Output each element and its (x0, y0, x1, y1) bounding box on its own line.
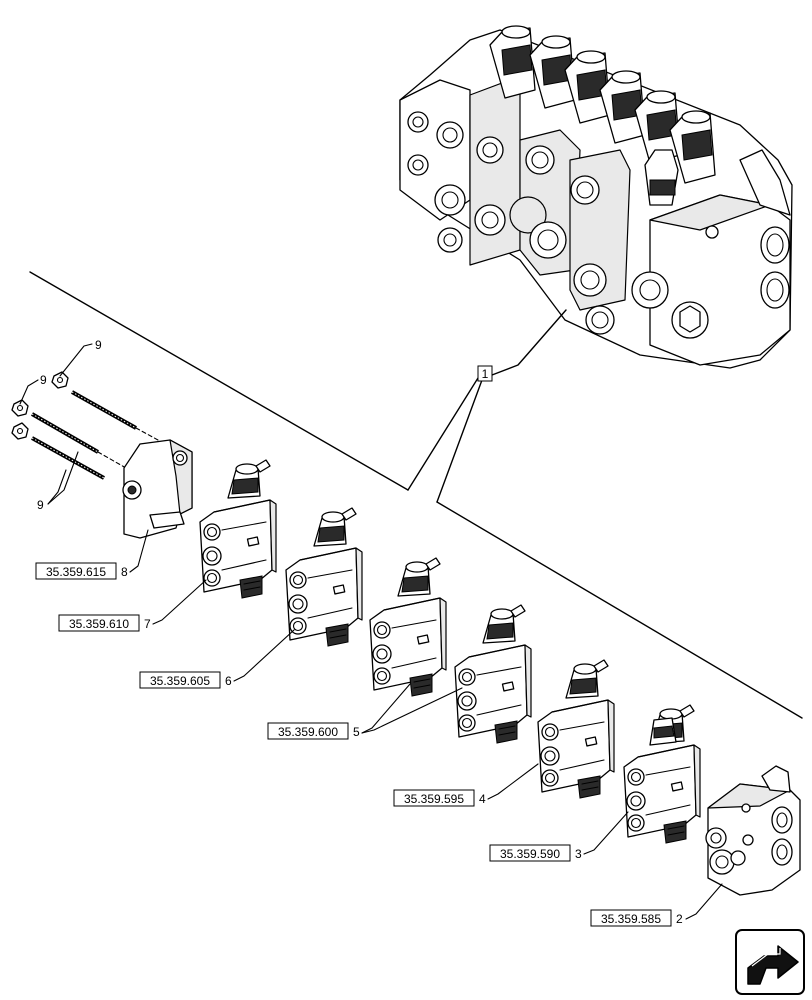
valve-section-part-5b (454, 604, 532, 744)
ref-label-3[interactable]: 35.359.590 3 (489, 811, 629, 862)
item-number-5: 5 (353, 725, 360, 739)
ref-label-2-text: 35.359.585 (601, 912, 661, 926)
item-number-3: 3 (575, 847, 582, 861)
ref-label-7[interactable]: 35.359.610 7 (58, 579, 207, 632)
ref-label-6-text: 35.359.605 (150, 674, 210, 688)
callout-1: 1 (477, 365, 493, 382)
ref-label-4[interactable]: 35.359.595 4 (393, 763, 539, 807)
leader-1-assembly (491, 309, 567, 376)
ref-label-8[interactable]: 35.359.615 8 (35, 529, 149, 580)
item-number-2: 2 (676, 912, 683, 926)
callout-9-top: 9 (95, 338, 102, 352)
ref-label-5-text: 35.359.600 (278, 725, 338, 739)
valve-section-part-6 (285, 507, 363, 647)
valve-section-part-5a (369, 557, 447, 697)
ref-label-3-text: 35.359.590 (500, 847, 560, 861)
leader-1-left (407, 377, 479, 491)
callout-9-mid: 9 (40, 373, 47, 387)
item-number-4: 4 (479, 792, 486, 806)
next-page-arrow-icon[interactable] (735, 929, 805, 995)
callout-9-bottom: 9 (37, 498, 44, 512)
svg-text:1: 1 (482, 367, 489, 381)
item-number-6: 6 (225, 674, 232, 688)
boundary-line-left (29, 271, 409, 491)
item-number-7: 7 (144, 617, 151, 631)
item-number-8: 8 (121, 565, 128, 579)
tie-rods (11, 371, 159, 480)
ref-label-4-text: 35.359.595 (404, 792, 464, 806)
ref-label-2[interactable]: 35.359.585 2 (590, 883, 723, 927)
end-cover-part-8 (122, 439, 193, 539)
leader-1-right (436, 379, 483, 503)
ref-label-7-text: 35.359.610 (69, 617, 129, 631)
boundary-line-right (436, 501, 803, 719)
valve-section-part-4 (537, 659, 615, 799)
valve-section-part-3 (623, 704, 701, 844)
valve-section-part-7 (199, 459, 277, 599)
ref-label-6[interactable]: 35.359.605 6 (139, 629, 295, 689)
ref-label-5[interactable]: 35.359.600 5 (267, 683, 463, 740)
ref-label-8-text: 35.359.615 (46, 565, 106, 579)
callout-9-leaders (19, 343, 93, 505)
inlet-section-part-2 (705, 765, 801, 896)
valve-assembly (399, 25, 793, 369)
